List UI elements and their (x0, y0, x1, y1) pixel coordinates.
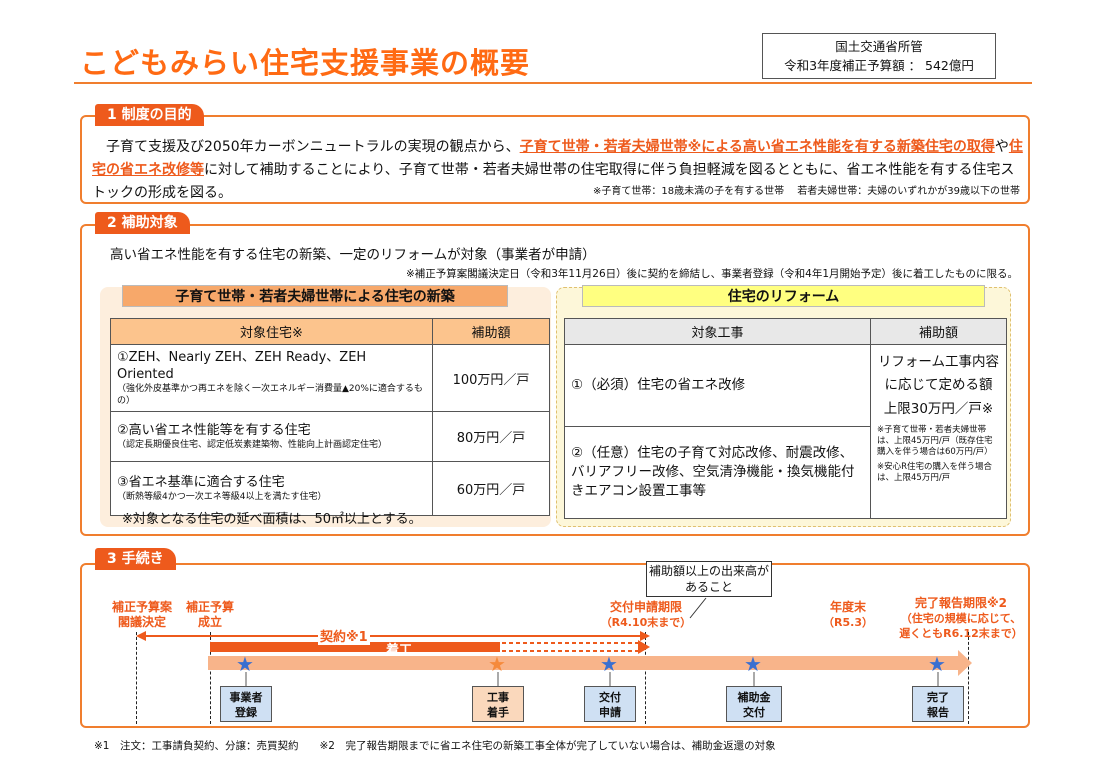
star-report-icon: ★ (928, 652, 946, 676)
step-report-2: 報告 (927, 706, 949, 719)
table-row: ③省エネ基準に適合する住宅 （断熱等級4かつ一次エネ等級4以上を満たす住宅） 6… (110, 461, 550, 516)
budget-label: 令和3年度補正予算額 ： 542億円 (784, 58, 974, 73)
purpose-highlight-new-build: 子育て世帯・若者夫婦世帯※による高い省エネ性能を有する新築住宅の取得 (519, 139, 995, 155)
renovation-amount-cap: 上限30万円／戸※ (883, 401, 994, 417)
step-start-2: 着手 (487, 706, 509, 719)
label-report-deadline: 完了報告期限※2 （住宅の規模に応じて、 遅くともR6.12末まで） (896, 596, 1026, 641)
vline-cabinet (136, 632, 137, 724)
step-construction-start: 工事 着手 (472, 686, 524, 722)
step-report-1: 完了 (927, 691, 949, 704)
star-apply-icon: ★ (600, 652, 618, 676)
label-fiscal-year-end: 年度末 （R5.3） (808, 600, 888, 630)
step-completion-report: 完了 報告 (912, 686, 964, 722)
vline-deadline (645, 632, 646, 724)
new-build-row-1-amount: 100万円／戸 (432, 344, 550, 412)
star-grant-icon: ★ (744, 652, 762, 676)
label-deadline-1: 交付申請期限 (609, 600, 682, 614)
new-build-header-amount: 補助額 (432, 318, 550, 345)
table-row: ②高い省エネ性能等を有する住宅 （認定長期優良住宅、認定低炭素建築物、性能向上計… (110, 411, 550, 462)
new-build-row-2-title: ②高い省エネ性能等を有する住宅 (117, 423, 311, 438)
progress-requirement-callout: 補助額以上の出来高があること (646, 561, 772, 597)
table-row: ②（任意）住宅の子育て対応改修、耐震改修、バリアフリー改修、空気清浄機能・換気機… (564, 426, 1007, 519)
vline-report (968, 632, 969, 724)
new-build-title: 子育て世帯・若者夫婦世帯による住宅の新築 (122, 285, 508, 307)
label-report-2: （住宅の規模に応じて、 (900, 612, 1022, 625)
step-grant-application: 交付 申請 (584, 686, 636, 722)
step-register-1: 事業者 (229, 691, 263, 704)
title-underline (74, 82, 1032, 84)
table-row: ①（必須）住宅の省エネ改修 リフォーム工事内容に応じて定める額 上限30万円／戸… (564, 344, 1007, 519)
page-title: こどもみらい住宅支援事業の概要 (80, 46, 531, 80)
star-start-icon: ★ (488, 652, 506, 676)
step-start-1: 工事 (487, 691, 509, 704)
step-apply-2: 申請 (599, 706, 621, 719)
renovation-amount-cell: リフォーム工事内容に応じて定める額 上限30万円／戸※ ※子育て世帯・若者夫婦世… (870, 344, 1007, 519)
section-2-tab: 2 補助対象 (95, 212, 190, 234)
table-row: ①ZEH、Nearly ZEH、ZEH Ready、ZEH Oriented （… (110, 344, 550, 412)
new-build-row-1-desc: （強化外皮基準かつ再エネを除く一次エネルギー消費量▲20%に適合するもの） (117, 384, 423, 406)
purpose-text-c: に対して補助することにより、子育て世帯・若者夫婦世帯の住宅取得に伴う負担軽減を図… (92, 162, 1015, 201)
label-cabinet-decision: 補正予算案 閣議決定 (92, 600, 192, 630)
new-build-header-target: 対象住宅※ (110, 318, 433, 345)
purpose-text-a: 子育て支援及び2050年カーボンニュートラルの実現の観点から、 (92, 139, 520, 155)
label-cabinet-2: 閣議決定 (117, 615, 166, 629)
new-build-row-2-desc: （認定長期優良住宅、認定低炭素建築物、性能向上計画認定住宅） (117, 440, 388, 450)
label-passed-1: 補正予算 (185, 600, 234, 614)
ministry-budget-box: 国土交通省所管 令和3年度補正予算額 ： 542億円 (762, 33, 996, 79)
ministry-label: 国土交通省所管 (835, 39, 923, 54)
step-register-2: 登録 (235, 706, 257, 719)
timeline-graphic (136, 631, 972, 676)
new-build-row-2-amount: 80万円／戸 (432, 411, 550, 462)
step-apply-1: 交付 (599, 691, 621, 704)
label-fy-2: （R5.3） (823, 616, 873, 629)
purpose-text-b: や (994, 139, 1009, 155)
section-1-tab: 1 制度の目的 (95, 104, 204, 126)
section-1-purpose-text: 子育て支援及び2050年カーボンニュートラルの実現の観点から、子育て世帯・若者夫… (92, 136, 1024, 205)
step-grant-2: 交付 (743, 706, 765, 719)
star-register-icon: ★ (236, 652, 254, 676)
new-build-row-3-amount: 60万円／戸 (432, 461, 550, 516)
label-budget-passed: 補正予算 成立 (170, 600, 250, 630)
renovation-header-work: 対象工事 (564, 318, 871, 345)
renovation-title: 住宅のリフォーム (582, 285, 985, 307)
label-report-3: 遅くともR6.12末まで） (899, 627, 1023, 640)
renovation-amount-note-1: ※子育て世帯・若者夫婦世帯は、上限45万円/戸（既存住宅購入を伴う場合は60万円… (877, 425, 993, 457)
label-report-1: 完了報告期限※2 (914, 596, 1008, 610)
step-connectors (245, 672, 939, 686)
label-cabinet-1: 補正予算案 (111, 600, 172, 614)
renovation-amount-desc: リフォーム工事内容に応じて定める額 (877, 354, 1000, 393)
new-build-row-1-title: ①ZEH、Nearly ZEH、ZEH Ready、ZEH Oriented (117, 350, 367, 382)
renovation-header-amount: 補助額 (870, 318, 1007, 345)
label-deadline-2: （R4.10末まで） (600, 616, 692, 629)
section-1-frame (80, 115, 1030, 204)
construction-label: 着工 (386, 643, 413, 658)
section-3-frame (80, 563, 1030, 728)
vline-passed (210, 632, 211, 724)
step-grant-1: 補助金 (737, 691, 771, 704)
step-business-registration: 事業者 登録 (220, 686, 272, 722)
label-passed-2: 成立 (197, 615, 222, 629)
section-2-frame (80, 224, 1030, 536)
step-subsidy-payment: 補助金 交付 (726, 686, 782, 722)
section-2-note: ※補正予算案閣議決定日（令和3年11月26日）後に契約を締結し、事業者登録（令和… (405, 268, 1018, 280)
callout-pointer (689, 597, 707, 619)
new-build-area-note: ※対象となる住宅の延べ面積は、50㎡以上とする。 (122, 512, 422, 527)
purpose-highlight-renovation: 住宅の省エネ改修等 (92, 139, 1023, 178)
renovation-amount-note-2: ※安心R住宅の購入を伴う場合は、上限45万円/戸 (877, 462, 993, 483)
label-fy-1: 年度末 (829, 600, 866, 614)
footnote: ※1 注文：工事請負契約、分譲：売買契約 ※2 完了報告期限までに省エネ住宅の新… (94, 740, 776, 752)
new-build-table: 対象住宅※ 補助額 ①ZEH、Nearly ZEH、ZEH Ready、ZEH … (110, 318, 550, 516)
renovation-table: 対象工事 補助額 ①（必須）住宅の省エネ改修 リフォーム工事内容に応じて定める額… (564, 318, 1007, 519)
label-application-deadline: 交付申請期限 （R4.10末まで） (596, 600, 696, 630)
contract-label: 契約※1 (318, 626, 370, 645)
section-3-tab: 3 手続き (95, 548, 176, 570)
new-build-row-3-desc: （断熱等級4かつ一次エネ等級4以上を満たす住宅） (117, 492, 327, 502)
section-1-note: ※子育て世帯：18歳未満の子を有する世帯 若者夫婦世帯：夫婦のいずれかが39歳以… (592, 186, 1020, 197)
renovation-row-2: ②（任意）住宅の子育て対応改修、耐震改修、バリアフリー改修、空気清浄機能・換気機… (564, 426, 871, 519)
section-2-lead: 高い省エネ性能を有する住宅の新築、一定のリフォームが対象（事業者が申請） (110, 247, 596, 263)
renovation-row-1: ①（必須）住宅の省エネ改修 (564, 344, 871, 427)
new-build-row-3-title: ③省エネ基準に適合する住宅 (117, 475, 285, 490)
